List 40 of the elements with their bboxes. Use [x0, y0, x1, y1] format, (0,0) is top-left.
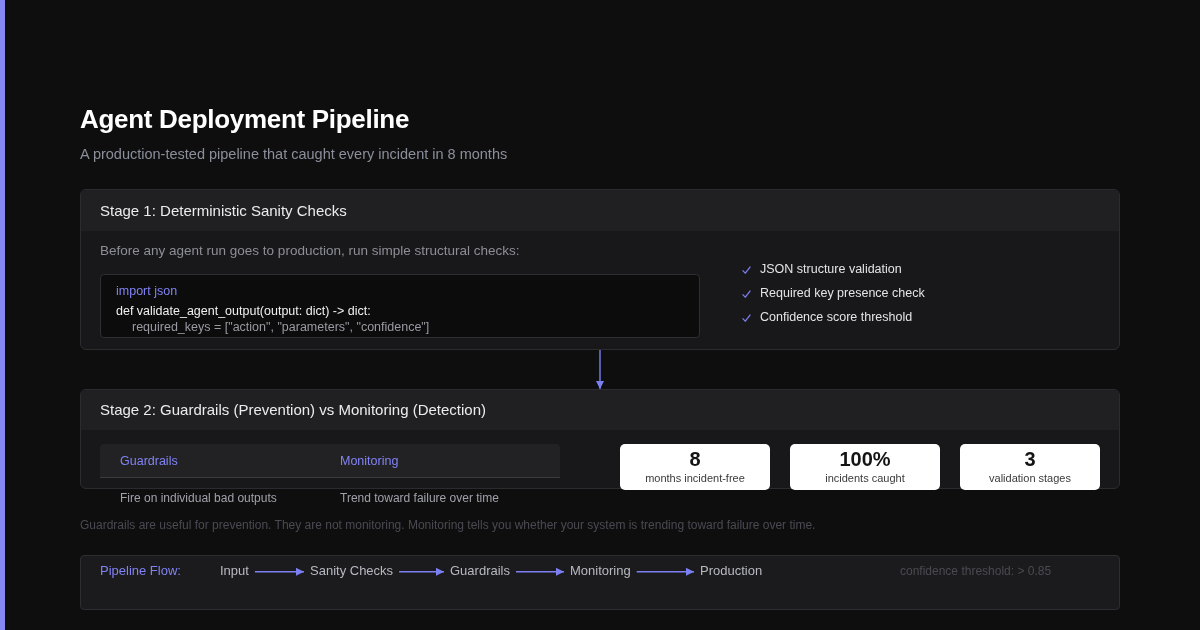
flow-step: Production: [700, 563, 763, 579]
flow-step: Input: [220, 563, 249, 579]
stage-panel: [80, 189, 1120, 350]
page-title: Agent Deployment Pipeline: [80, 104, 410, 136]
stage-heading: Stage 2: Guardrails (Prevention) vs Monitoring (Detection): [100, 401, 486, 419]
stat-value: 3: [1024, 447, 1036, 471]
pipeline-panel: [80, 555, 1120, 610]
table-header: Monitoring: [340, 453, 399, 469]
arrow: [596, 349, 604, 390]
intro-text: Before any agent run goes to production, run simple structural checks:: [100, 243, 520, 260]
flow-step: Guardrails: [450, 563, 510, 579]
arrow: [515, 567, 565, 576]
stat-card: [790, 444, 940, 490]
flow-step: Sanity Checks: [310, 563, 394, 579]
checklist-item: Confidence score threshold: [760, 309, 913, 325]
code-line: import json: [116, 283, 178, 299]
arrow: [254, 567, 305, 576]
stat-label: months incident-free: [645, 471, 745, 485]
table-cell: Trend toward failure over time: [340, 491, 499, 506]
stat-label: validation stages: [989, 471, 1071, 485]
flow-step: Monitoring: [570, 563, 631, 579]
arrow: [636, 567, 695, 576]
code-line: def validate_agent_output(output: dict) -> dict:: [116, 303, 371, 319]
checklist-item: JSON structure validation: [760, 261, 902, 277]
footnote: Guardrails are useful for prevention. They are not monitoring. Monitoring tells you whether your system is trending toward failure over time.: [80, 518, 816, 533]
stat-value: 8: [689, 447, 701, 471]
stat-label: incidents caught: [825, 471, 905, 485]
stage-panel: [80, 389, 1120, 489]
arrow: [398, 567, 445, 576]
stat-card: [960, 444, 1100, 490]
checklist-item: Required key presence check: [760, 285, 925, 301]
table-header: Guardrails: [120, 453, 178, 469]
panel-label: Pipeline Flow:: [100, 563, 181, 579]
stage-heading: Stage 1: Deterministic Sanity Checks: [100, 202, 347, 220]
stat-card: [620, 444, 770, 490]
subtitle: A production-tested pipeline that caught every incident in 8 months: [80, 146, 508, 164]
table-cell: Fire on individual bad outputs: [120, 491, 277, 506]
stat-value: 100%: [839, 447, 891, 471]
code-line: required_keys = ["action", "parameters", "confidence"]: [132, 319, 430, 335]
code-block: [100, 274, 700, 338]
